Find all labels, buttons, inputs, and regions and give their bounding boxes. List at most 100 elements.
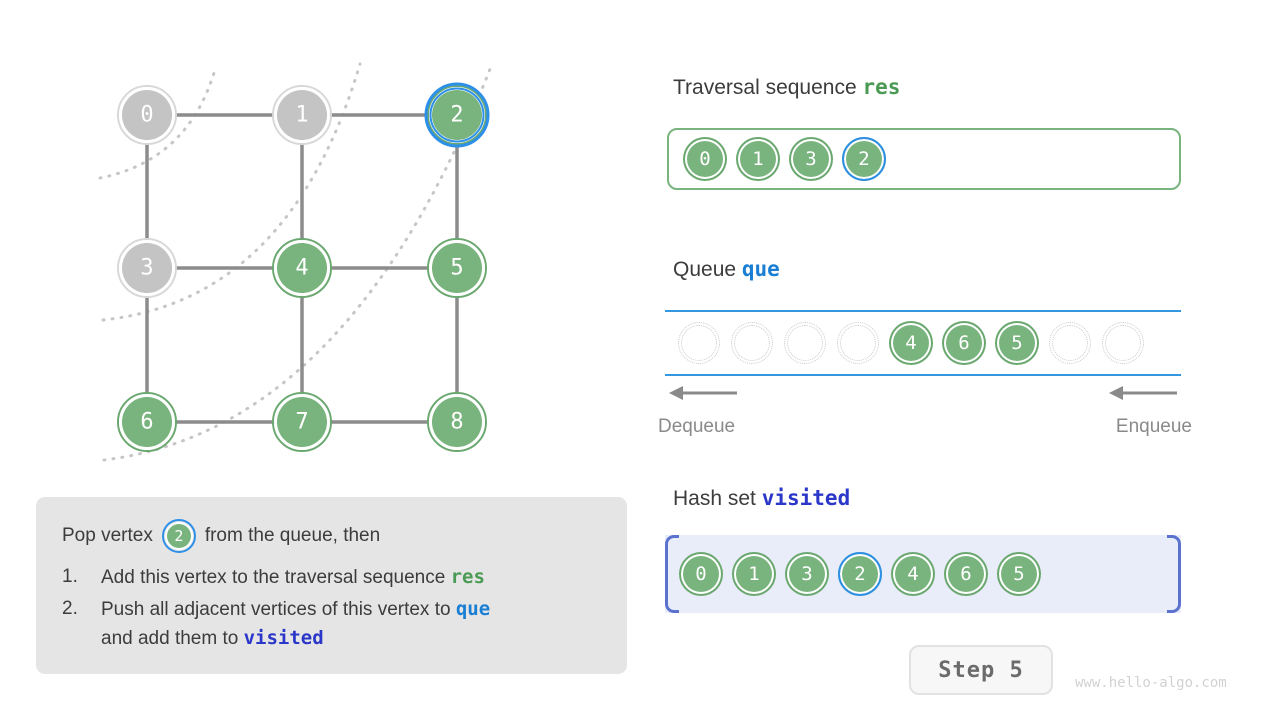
hash-title-code: visited [761,486,851,510]
empty-slot-outer [1049,322,1091,364]
empty-slot-outer [731,322,773,364]
node-disc [277,90,327,140]
step-badge: Step 5 [909,645,1053,695]
queue-slot[interactable] [1048,321,1092,365]
queue-slot[interactable] [730,321,774,365]
dequeue-arrow [669,386,737,400]
token-label: 1 [752,148,764,170]
queue-slot[interactable]: 5 [995,321,1039,365]
hash-set-item[interactable]: 1 [732,552,776,596]
hash-bracket-right [1167,535,1181,613]
graph-node-8[interactable]: 8 [427,392,487,452]
frontier-arc-2 [101,62,362,322]
node-highlight-ring-inner [429,87,485,143]
node-disc [432,243,482,293]
list-item-text-mid: and add them to [101,628,244,649]
hash-set-item[interactable]: 5 [997,552,1041,596]
queue-slot[interactable] [1101,321,1145,365]
empty-slot-outer [678,322,720,364]
token-label: 1 [748,563,760,585]
token-highlight-ring [838,552,882,596]
node-outer-ring [272,238,332,298]
empty-slot-inner [787,325,823,361]
empty-slot-inner [1105,325,1141,361]
token-disc [999,325,1035,361]
node-disc [432,397,482,447]
graph-node-6[interactable]: 6 [117,392,177,452]
queue-slot[interactable] [677,321,721,365]
queue-slot[interactable] [783,321,827,365]
queue-slot[interactable] [836,321,880,365]
node-outer-ring [117,238,177,298]
hash-set-item[interactable]: 0 [679,552,723,596]
res-section-title: Traversal sequence res [673,75,900,100]
hash-set-item[interactable]: 6 [944,552,988,596]
graph-node-4[interactable]: 4 [272,238,332,298]
node-disc [122,90,172,140]
graph-node-3[interactable]: 3 [117,238,177,298]
enqueue-arrow [1109,386,1177,400]
hash-set-item[interactable]: 3 [785,552,829,596]
res-item[interactable]: 2 [842,137,886,181]
token-highlight-ring [842,137,886,181]
list-item-text-before: Push all adjacent vertices of this verte… [101,599,456,620]
list-item-text: Push all adjacent vertices of this verte… [101,595,490,653]
node-disc [277,397,327,447]
token-label: 5 [1011,332,1023,354]
node-label: 2 [450,103,463,128]
explanation-prefix: Pop vertex [62,525,153,546]
graph-node-0[interactable]: 0 [117,85,177,145]
graph-node-2[interactable]: 2 [424,82,490,148]
node-outer-ring [272,85,332,145]
empty-slot-inner [840,325,876,361]
explanation-line-1: Pop vertex 2 from the queue, then [62,519,601,553]
queue-title-plain: Queue [673,258,742,281]
hash-set-item[interactable]: 4 [891,552,935,596]
hash-set-item[interactable]: 2 [838,552,882,596]
node-label: 3 [140,256,153,281]
res-title-plain: Traversal sequence [673,76,863,99]
queue-slot[interactable]: 4 [889,321,933,365]
token-disc [893,325,929,361]
watermark: www.hello-algo.com [1075,675,1227,691]
node-white-gap [119,394,175,450]
enqueue-label: Enqueue [1115,416,1192,437]
explanation-steps-list: 1. Add this vertex to the traversal sequ… [62,563,601,653]
token-disc [1001,556,1037,592]
node-label: 8 [450,410,463,435]
hash-bracket-left [665,535,679,613]
node-white-gap [429,394,485,450]
queue-arrows [669,386,1177,400]
token-disc [687,141,723,177]
res-item[interactable]: 1 [736,137,780,181]
graph-node-1[interactable]: 1 [272,85,332,145]
empty-slot-outer [784,322,826,364]
empty-slot-outer [837,322,879,364]
token-disc [736,556,772,592]
list-item: 1. Add this vertex to the traversal sequ… [62,563,601,592]
node-white-gap [274,87,330,143]
token-label: 5 [1013,563,1025,585]
node-outer-ring [427,238,487,298]
node-outer-ring [427,392,487,452]
token-disc [793,141,829,177]
dequeue-label: Dequeue [658,416,736,437]
res-item[interactable]: 3 [789,137,833,181]
token-label: 0 [695,563,707,585]
token-label: 3 [805,148,817,170]
node-white-gap [429,240,485,296]
queue-slot[interactable]: 6 [942,321,986,365]
graph-node-7[interactable]: 7 [272,392,332,452]
res-item[interactable]: 0 [683,137,727,181]
code-token-que: que [455,598,491,620]
frontier-arcs-group [98,62,494,462]
node-white-gap [274,240,330,296]
empty-slot-inner [1052,325,1088,361]
node-disc [122,397,172,447]
node-outer-ring [117,85,177,145]
list-item: 2. Push all adjacent vertices of this ve… [62,595,601,653]
token-disc [789,556,825,592]
graph-node-5[interactable]: 5 [427,238,487,298]
node-label: 0 [140,103,153,128]
